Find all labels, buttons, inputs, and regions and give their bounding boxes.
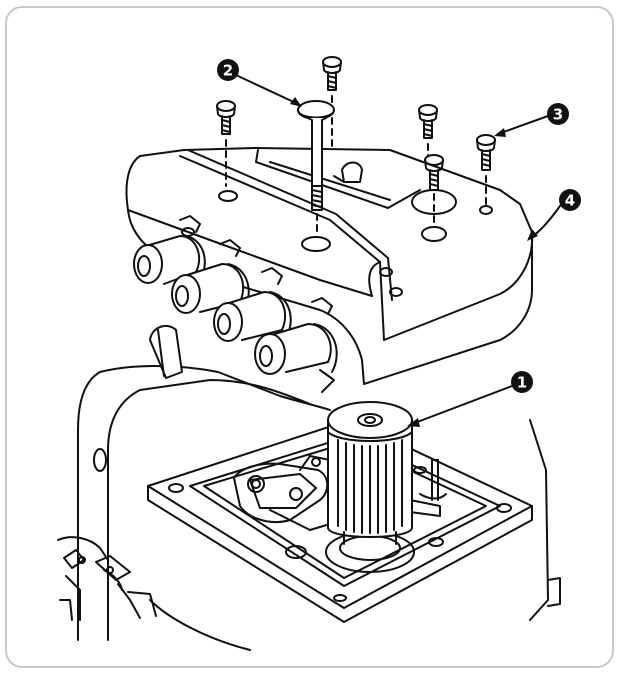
tension-knobs bbox=[133, 215, 338, 393]
callout-4-label: 4 bbox=[565, 192, 575, 210]
leader-2 bbox=[237, 75, 299, 105]
long-screw bbox=[297, 100, 335, 237]
leader-3 bbox=[497, 115, 549, 135]
machine-body bbox=[77, 365, 561, 651]
callout-2: 2 bbox=[217, 59, 239, 81]
oil-filter bbox=[325, 401, 415, 573]
thread-stand bbox=[57, 536, 157, 621]
callout-1-label: 1 bbox=[517, 374, 527, 392]
callout-1: 1 bbox=[511, 371, 533, 393]
callout-4: 4 bbox=[559, 189, 581, 211]
cover-screws bbox=[216, 56, 496, 227]
arrowheads bbox=[290, 97, 538, 427]
callout-3-label: 3 bbox=[553, 106, 563, 124]
callout-2-label: 2 bbox=[223, 62, 233, 80]
callout-3: 3 bbox=[547, 103, 569, 125]
leader-1 bbox=[411, 385, 513, 425]
